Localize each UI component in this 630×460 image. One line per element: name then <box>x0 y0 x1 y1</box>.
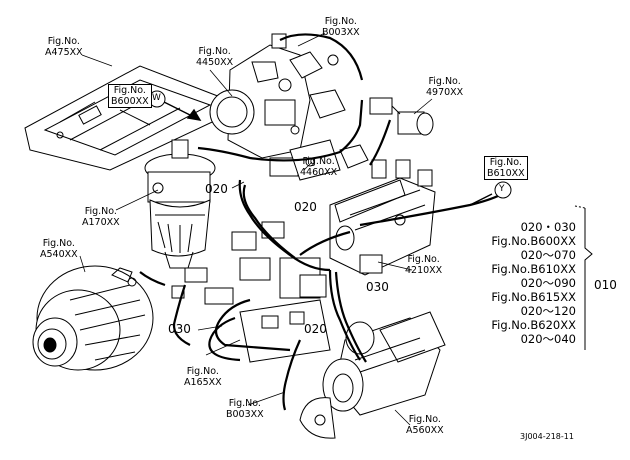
leader-lines <box>79 32 433 426</box>
top-connector <box>271 33 346 119</box>
label-a540: Fig.No.A540XX <box>40 238 78 260</box>
label-a165: Fig.No.A165XX <box>184 366 222 388</box>
alternator <box>32 265 154 371</box>
legend-row: 020～120 <box>520 304 576 318</box>
injection-pump <box>329 159 436 276</box>
code-030-b: 030 <box>168 322 191 336</box>
code-020-c: 020 <box>304 322 327 336</box>
label-4970: Fig.No.4970XX <box>426 76 464 98</box>
starter <box>299 311 446 439</box>
ref-arrows <box>157 98 493 206</box>
label-a170: Fig.No.A170XX <box>82 206 120 228</box>
legend-row: Fig.No.B615XX <box>491 290 576 304</box>
drawing-number: 3J004-218-11 <box>520 432 574 441</box>
relay-block <box>171 221 331 363</box>
code-020-b: 020 <box>294 200 317 214</box>
label-4450: Fig.No.4450XX <box>196 46 234 68</box>
label-4460: Fig.No.4460XX <box>300 156 338 178</box>
callout-letter-w: W <box>152 93 161 103</box>
label-b600-box: Fig.No.B600XX <box>108 84 152 108</box>
callout-letter-y: Y <box>499 184 505 194</box>
label-a560: Fig.No.A560XX <box>406 414 444 436</box>
sensor-4970 <box>369 97 434 136</box>
legend-row: 020～090 <box>520 276 576 290</box>
legend-brace <box>584 208 593 350</box>
legend-row: 020～040 <box>520 332 576 346</box>
legend-dashes <box>574 205 586 209</box>
legend-list: 020・030 Fig.No.B600XX 020～070 Fig.No.B61… <box>491 220 576 346</box>
label-b003-bottom: Fig.No.B003XX <box>226 398 264 420</box>
bracket-4460 <box>289 139 369 181</box>
wire-harness <box>139 33 501 411</box>
code-020-a: 020 <box>205 182 228 196</box>
label-b610-box: Fig.No.B610XX <box>484 156 528 180</box>
legend-row: Fig.No.B600XX <box>491 234 576 248</box>
label-b003-top: Fig.No.B003XX <box>322 16 360 38</box>
legend-row: 020～070 <box>520 248 576 262</box>
legend-group-code: 010 <box>594 278 617 292</box>
code-030-a: 030 <box>366 280 389 294</box>
fuel-filter <box>144 139 216 269</box>
legend-row: Fig.No.B620XX <box>491 318 576 332</box>
legend-row: Fig.No.B610XX <box>491 262 576 276</box>
label-a475: Fig.No.A475XX <box>45 36 83 58</box>
legend-row: 020・030 <box>520 220 576 234</box>
intake-body <box>209 44 311 177</box>
callout-circle-y <box>494 181 512 199</box>
label-4210: Fig.No.4210XX <box>405 254 443 276</box>
